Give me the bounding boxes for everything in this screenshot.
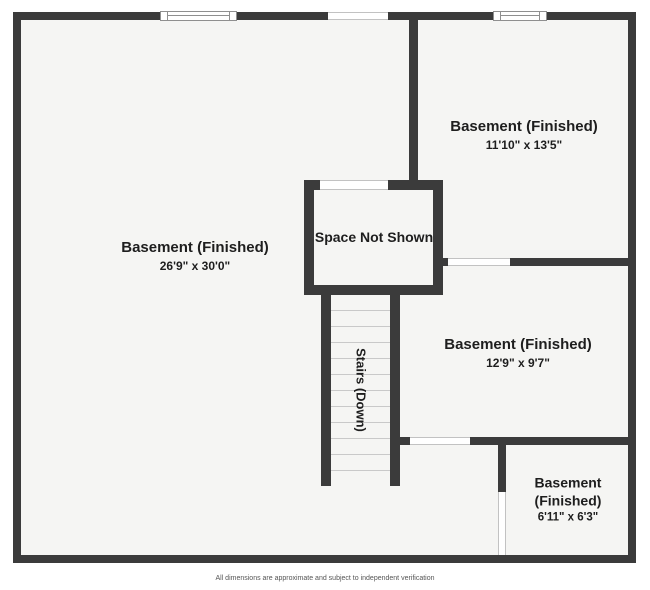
- room-name: Basement (Finished): [450, 117, 598, 135]
- wall-stub: [400, 437, 410, 445]
- room-dims: 11'10" x 13'5": [485, 137, 563, 152]
- wall-opening-top: [328, 12, 388, 20]
- partition-wall-horizontal-lower: [470, 437, 636, 445]
- room-name: Basement (Finished): [121, 238, 269, 256]
- room-name: Basement (Finished): [444, 335, 592, 353]
- dimensions-disclaimer: All dimensions are approximate and subje…: [215, 575, 435, 582]
- stairs-down-label: Stairs (Down): [353, 348, 369, 432]
- wall-opening-upper-room: [448, 258, 510, 266]
- wall-opening-lower-room: [410, 437, 470, 445]
- window-icon: [493, 11, 547, 21]
- window-jamb-icon: [167, 12, 168, 20]
- wall-opening-space-top: [320, 180, 388, 190]
- partition-wall-vertical: [409, 20, 418, 188]
- space-not-shown-walls: [304, 180, 443, 295]
- room-dims: 12'9" x 9'7": [486, 355, 550, 370]
- partition-wall-horizontal-upper: [433, 258, 636, 266]
- window-jamb-icon: [500, 12, 501, 20]
- room-label-basement-top-right: Basement (Finished) 11'10" x 13'5": [450, 118, 598, 154]
- room-label-basement-mid-right: Basement (Finished) 12'9" x 9'7": [444, 336, 592, 372]
- room-dims: 6'11" x 6'3": [537, 511, 599, 524]
- stair-wall-right: [390, 295, 400, 486]
- room-label-basement-main: Basement (Finished) 26'9" x 30'0": [121, 239, 269, 275]
- room-dims: 26'9" x 30'0": [159, 258, 231, 273]
- room-name: Basement (Finished): [534, 474, 602, 509]
- space-not-shown-label: Space Not Shown: [314, 229, 434, 245]
- window-icon: [160, 11, 237, 21]
- window-jamb-icon: [229, 12, 230, 20]
- stair-wall-left: [321, 295, 331, 486]
- door-opening: [498, 492, 506, 555]
- partition-wall-small-room: [498, 445, 506, 492]
- stairs-treads-icon: [331, 295, 390, 486]
- room-label-basement-bottom-right: Basement (Finished) 6'11" x 6'3": [518, 473, 618, 526]
- window-jamb-icon: [539, 12, 540, 20]
